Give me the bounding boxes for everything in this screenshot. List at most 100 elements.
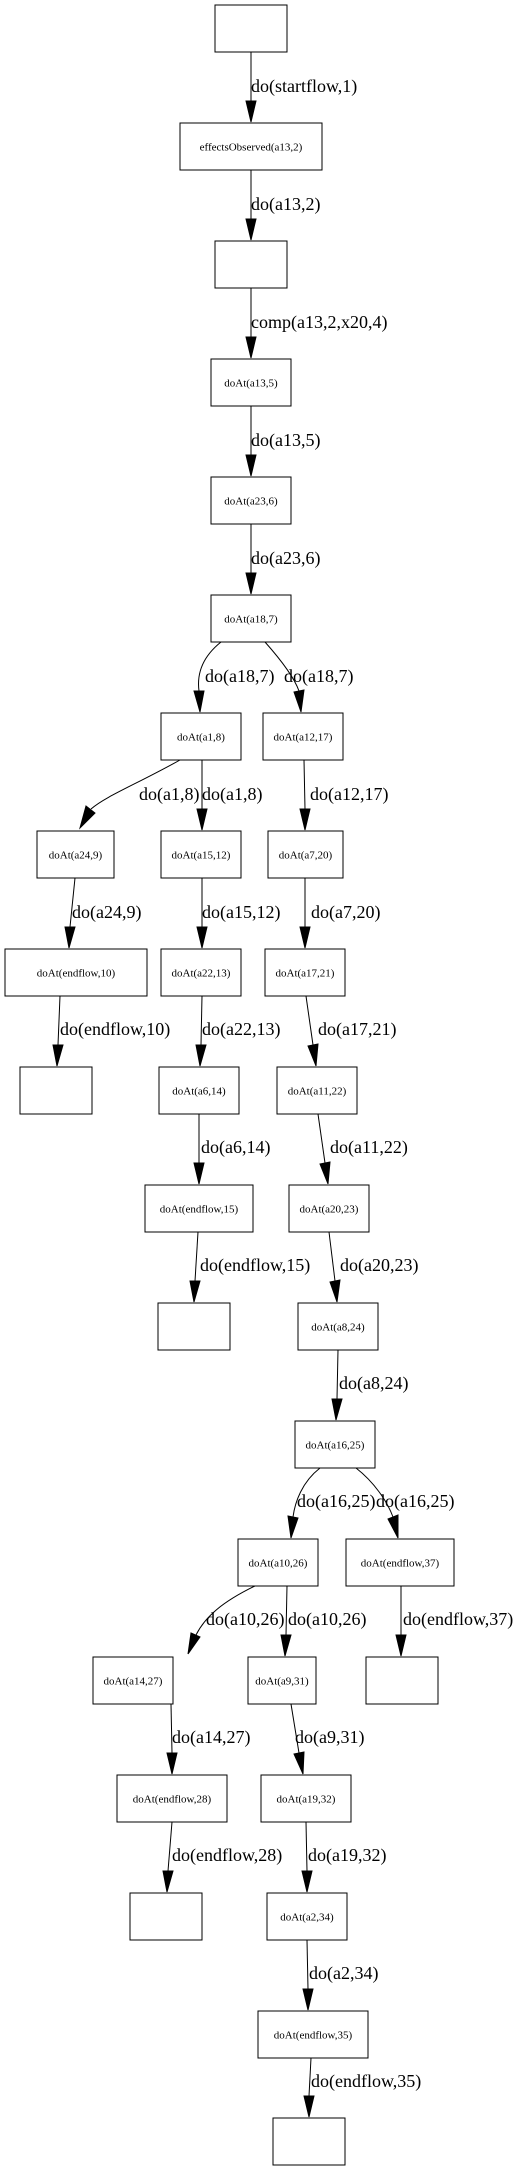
node-n29 [129, 1892, 203, 1941]
arrowhead [287, 1515, 299, 1539]
edge-line [328, 1231, 336, 1282]
node-label: doAt(a6,14) [172, 1086, 226, 1098]
arrowhead [302, 1988, 314, 2011]
node-box [262, 712, 344, 761]
node-n1: effectsObserved(a13,2) [179, 122, 323, 171]
node-box [297, 1302, 379, 1351]
arrowhead [162, 1870, 174, 1893]
edge-line [167, 1821, 173, 1872]
arrowhead [387, 1514, 399, 1539]
edge-label: do(a15,12) [202, 902, 280, 923]
node-box [247, 1656, 317, 1705]
edge-line [200, 995, 203, 1046]
edge-e15: do(a17,21) [305, 995, 396, 1067]
edge-line [355, 1467, 394, 1518]
edge-line [69, 877, 76, 928]
node-label: doAt(a13,5) [224, 378, 278, 390]
node-n17: doAt(endflow,15) [144, 1184, 254, 1233]
node-n24: doAt(a14,27) [92, 1656, 174, 1705]
edge-label: do(a13,5) [251, 430, 320, 451]
node-label: doAt(a19,32) [277, 1794, 336, 1806]
edge-label: do(a1,8) [139, 784, 199, 805]
node-n8: doAt(a24,9) [36, 830, 115, 879]
node-label: doAt(a24,9) [49, 850, 103, 862]
edge-line [303, 759, 306, 810]
node-n22: doAt(a10,26) [237, 1538, 319, 1587]
edge-e23: do(a10,26) [187, 1585, 284, 1655]
node-n0 [214, 4, 288, 53]
edge-e30: do(a2,34) [302, 1939, 378, 2011]
edge-label: do(a18,7) [284, 666, 353, 687]
arrowhead [329, 1279, 341, 1303]
node-n11: doAt(endflow,10) [4, 948, 148, 997]
node-box [260, 1774, 352, 1823]
arrowhead [193, 690, 205, 713]
edge-e29: do(a19,32) [301, 1821, 386, 1893]
node-n19 [157, 1302, 231, 1351]
arrowhead [166, 1752, 178, 1775]
node-box [288, 1184, 370, 1233]
node-box [144, 1184, 254, 1233]
edge-label: do(a12,17) [310, 784, 388, 805]
node-box [272, 2117, 346, 2166]
node-box [214, 240, 288, 289]
edge-line [198, 641, 222, 692]
node-box [267, 830, 344, 879]
edge-e26: do(a14,27) [166, 1703, 250, 1775]
arrowhead [331, 1398, 343, 1421]
node-n25: doAt(a9,31) [247, 1656, 317, 1705]
node-n30: doAt(a2,34) [266, 1892, 348, 1941]
node-n21: doAt(a16,25) [294, 1420, 376, 1469]
node-box [266, 1892, 348, 1941]
node-n12: doAt(a22,13) [160, 948, 242, 997]
arrowhead [245, 454, 257, 477]
node-n28: doAt(a19,32) [260, 1774, 352, 1823]
edge-e12: do(a7,20) [299, 878, 380, 949]
edge-label: do(a19,32) [308, 1845, 386, 1866]
arrowhead [196, 808, 208, 831]
node-n32 [272, 2117, 346, 2166]
arrowhead [245, 100, 257, 123]
edge-label: do(a11,22) [330, 1137, 408, 1158]
node-box [160, 948, 242, 997]
edge-e8: do(a1,8) [196, 760, 262, 831]
edge-e4: do(a23,6) [245, 524, 320, 595]
node-label: doAt(endflow,28) [133, 1794, 212, 1806]
edge-label: do(endflow,10) [60, 1019, 170, 1040]
edge-label: do(endflow,15) [200, 1255, 310, 1276]
edge-e22: do(a16,25) [355, 1467, 454, 1539]
edge-label: comp(a13,2,x20,4) [251, 312, 387, 333]
arrowhead [189, 1280, 201, 1303]
node-n31: doAt(endflow,35) [257, 2010, 369, 2059]
node-label: doAt(a12,17) [274, 732, 333, 744]
arrowhead [187, 1632, 201, 1655]
node-label: doAt(a18,7) [224, 614, 278, 626]
node-label: doAt(a22,13) [172, 968, 231, 980]
arrowhead [301, 1870, 313, 1893]
edge-label: do(a6,14) [201, 1137, 270, 1158]
edge-line [292, 1467, 321, 1518]
node-box [210, 358, 292, 407]
node-box [157, 1302, 231, 1351]
edge-e17: do(a11,22) [317, 1113, 408, 1185]
arrowhead [195, 1044, 207, 1067]
node-n16: doAt(a11,22) [276, 1066, 358, 1115]
node-label: doAt(a15,12) [172, 850, 231, 862]
edge-line [195, 1585, 256, 1636]
edge-line [290, 1703, 300, 1754]
edge-line [264, 641, 300, 692]
edge-label: do(a8,24) [339, 1373, 408, 1394]
arrowhead [79, 805, 96, 830]
edge-e11: do(a15,12) [196, 878, 280, 949]
arrowhead [319, 1161, 331, 1185]
node-label: doAt(a1,8) [177, 732, 225, 744]
edge-label: do(a23,6) [251, 548, 320, 569]
node-n7: doAt(a12,17) [262, 712, 344, 761]
edge-line [194, 1231, 199, 1282]
node-label: doAt(endflow,37) [361, 1558, 440, 1570]
node-n2 [214, 240, 288, 289]
node-label: effectsObserved(a13,2) [200, 142, 303, 154]
node-box [116, 1774, 228, 1823]
node-box [365, 1656, 439, 1705]
